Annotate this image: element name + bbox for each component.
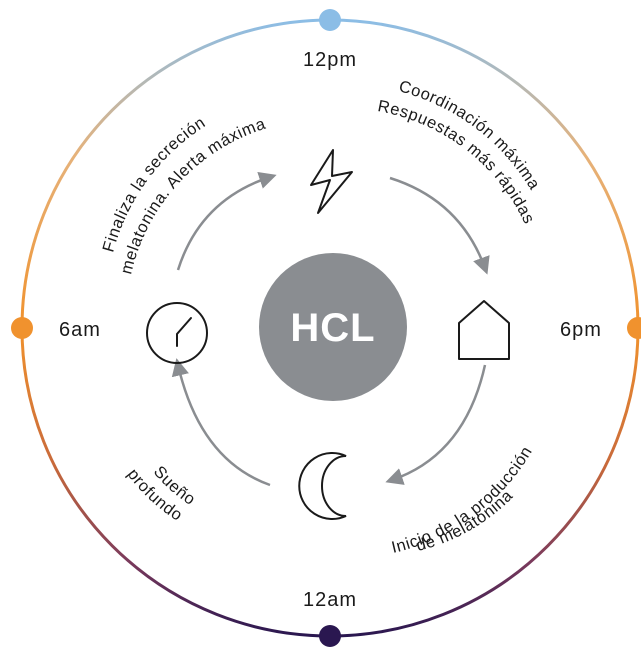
bottom-right-description-line2: de melatonina [414, 486, 516, 555]
moon-icon [298, 452, 347, 520]
midnight-label: 12am [303, 589, 357, 611]
morning-dot [11, 317, 33, 339]
house-icon [458, 300, 510, 360]
top-right-description-line1: Coordinación máxima [397, 77, 544, 193]
hcl-center-label: HCL [290, 306, 375, 350]
morning-label: 6am [59, 319, 101, 341]
arrow-noon-to-evening [389, 176, 490, 275]
arrow-evening-to-midnight [385, 364, 487, 485]
noon-label: 12pm [303, 49, 357, 71]
evening-dot [627, 317, 641, 339]
arrow-midnight-to-morning [171, 358, 271, 487]
top-left-description-line1: Finaliza la secreción [99, 113, 208, 254]
hcl-center-circle [259, 253, 407, 401]
arrow-morning-to-noon [176, 171, 277, 271]
noon-dot [319, 9, 341, 31]
evening-label: 6pm [560, 319, 602, 341]
lightning-icon [310, 149, 353, 214]
clock-icon [146, 302, 208, 364]
midnight-dot [319, 625, 341, 647]
